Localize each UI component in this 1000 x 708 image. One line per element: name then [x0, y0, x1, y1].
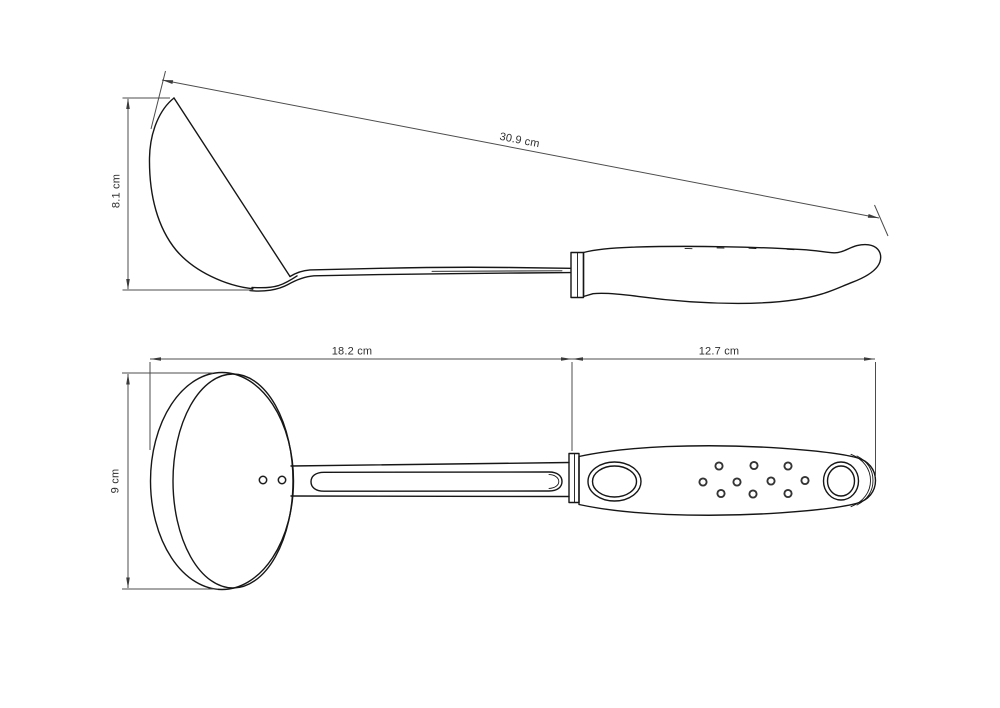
plan-hang-hole-inner: [826, 465, 856, 497]
grip-dot: [748, 489, 758, 499]
plan-thumb-rest-outer: [587, 461, 642, 502]
arrowhead-left: [150, 357, 161, 361]
arrowhead-down: [126, 279, 130, 290]
dimension-label-bowl-width: 9 cm: [110, 469, 122, 494]
plan-view: 18.2 cm 12.7 cm 9 cm: [110, 346, 877, 591]
grip-dot: [714, 461, 724, 471]
dimension-label-head-length: 18.2 cm: [332, 346, 373, 358]
grip-dot: [800, 475, 810, 486]
arrowhead-left: [572, 357, 583, 361]
dimension-bowl-height: 8.1 cm: [111, 97, 253, 291]
arrowhead-right: [864, 357, 875, 361]
extension-line: [149, 362, 573, 451]
grip-dot: [783, 488, 793, 499]
side-shaft-top: [289, 266, 571, 278]
dimension-overall-length: 30.9 cm: [150, 70, 889, 237]
dimension-handle-length: 12.7 cm: [572, 346, 876, 477]
plan-grip-dots: [698, 460, 810, 499]
side-bowl-rim-line: [173, 97, 291, 278]
dimension-label-overall-length: 30.9 cm: [499, 131, 541, 150]
grip-dot: [716, 488, 726, 499]
arrowhead-end: [867, 214, 879, 218]
plan-thumb-rest-inner: [591, 465, 638, 498]
plan-shaft-slot: [310, 471, 563, 492]
dimension-line: [161, 79, 880, 219]
dimension-label-bowl-height: 8.1 cm: [111, 174, 123, 208]
plan-shaft-edges: [290, 461, 570, 498]
plan-bowl-outer: [149, 371, 295, 591]
side-handle-outline: [582, 243, 882, 305]
side-bowl-lip-top: [251, 275, 298, 289]
plan-slot-end-inner-arc: [548, 474, 560, 489]
plan-handle-outline: [578, 445, 877, 516]
arrowhead-down: [126, 577, 130, 589]
grip-dot: [766, 476, 776, 486]
side-shaft-inner-line: [431, 270, 563, 272]
plan-hang-hole-outer: [822, 461, 860, 501]
side-view: 8.1 cm 30.9 cm: [111, 70, 889, 305]
grip-dot: [783, 461, 793, 471]
dimension-bowl-width: 9 cm: [110, 372, 218, 590]
grip-dot: [698, 477, 708, 487]
plan-rivet-right: [277, 475, 287, 485]
grip-dot: [732, 477, 742, 487]
plan-rivet-left: [258, 475, 268, 485]
arrowhead-start: [162, 80, 174, 84]
extension-line: [150, 70, 889, 237]
side-handle-grip-ticks: [684, 247, 795, 251]
arrowhead-up: [126, 373, 130, 385]
grip-dot: [749, 460, 759, 471]
side-ferrule: [570, 251, 585, 299]
plan-handle-end-seam: [850, 453, 874, 508]
dimension-head-length: 18.2 cm: [149, 346, 573, 451]
arrowhead-up: [126, 98, 130, 109]
extension-line: [122, 97, 253, 291]
dimension-label-handle-length: 12.7 cm: [699, 346, 740, 358]
side-bowl-back-curve: [148, 97, 254, 290]
side-shaft-bottom: [249, 271, 571, 292]
extension-line: [122, 372, 218, 590]
plan-ferrule: [568, 452, 580, 504]
arrowhead-right: [561, 357, 572, 361]
plan-bowl-rim: [172, 373, 294, 589]
